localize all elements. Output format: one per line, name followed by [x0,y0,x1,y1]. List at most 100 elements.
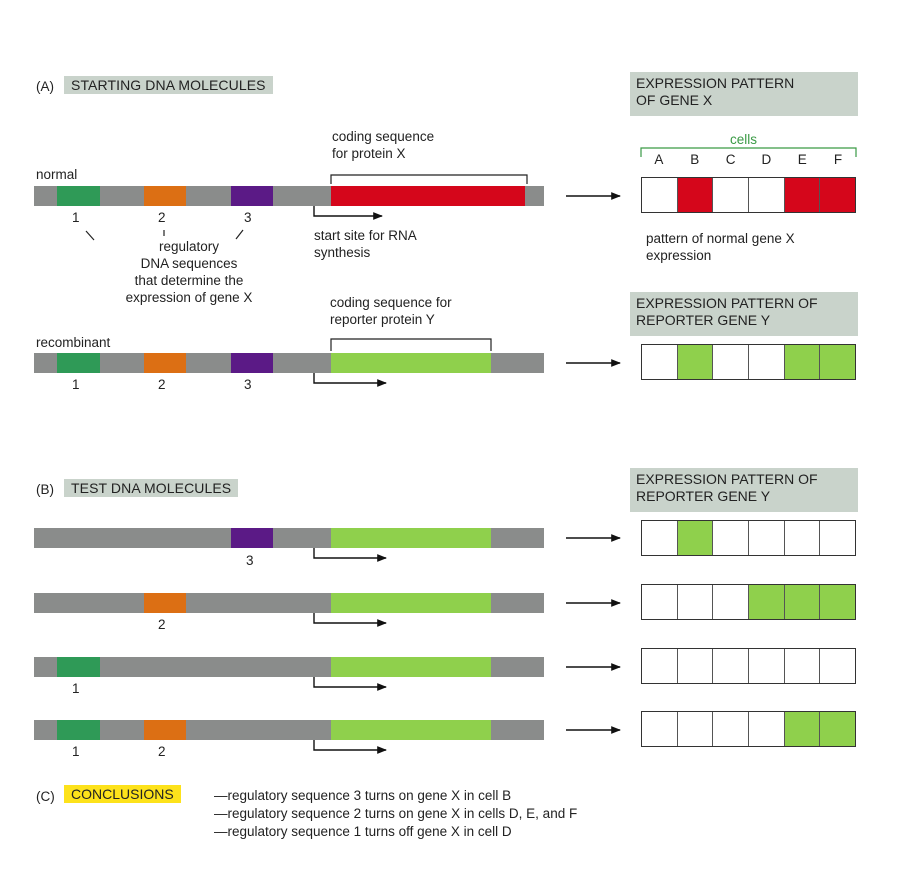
non-expressing-cell [749,521,785,555]
element-number: 3 [246,553,254,568]
protein-x-coding-region [331,186,525,206]
test-dna-molecule-2 [34,593,544,613]
reporter-y-coding-region [331,353,491,373]
element-number: 2 [158,744,166,759]
cell-letter: A [654,152,664,167]
test-dna-molecule-1 [34,528,544,548]
cells-label: cells [730,132,758,147]
non-expressing-cell [642,712,678,746]
expressing-cell [784,178,821,212]
reporter-y-coding-region [331,720,491,740]
non-expressing-cell [749,345,785,379]
coding-y-bracket [330,338,492,351]
regulatory-element-2 [144,186,186,206]
expressing-cell [677,521,714,555]
regulatory-element-1 [57,353,100,373]
expressing-cell [820,345,856,379]
non-expressing-cell [749,649,785,683]
non-expressing-cell [642,521,678,555]
expressing-cell [784,345,821,379]
transcription-arrow [313,740,387,754]
non-expressing-cell [749,712,785,746]
test-3-expression-cells [641,648,856,684]
section-c-letter: (C) [36,789,55,804]
recombinant-label: recombinant [36,335,111,350]
reporter-y-coding-region [331,593,491,613]
transcription-arrow [313,548,387,562]
non-expressing-cell [642,178,678,212]
non-expressing-cell [713,178,750,212]
non-expressing-cell [678,585,714,619]
test-1-expression-cells [641,520,856,556]
section-b-letter: (B) [36,482,54,497]
non-expressing-cell [785,649,821,683]
coding-x-bracket [330,174,528,184]
transcription-arrow [313,613,387,627]
non-expressing-cell [642,585,678,619]
element-number: 1 [72,210,80,225]
element-number: 3 [244,377,252,392]
non-expressing-cell [642,345,678,379]
test-dna-molecule-4 [34,720,544,740]
conclusion-line: —regulatory sequence 2 turns on gene X i… [214,806,578,821]
element-number: 2 [158,617,166,632]
expressing-cell [749,585,785,619]
element-number: 2 [158,377,166,392]
pointer-line [235,229,244,240]
regulatory-element-3 [231,186,273,206]
conclusions-title: CONCLUSIONS [64,785,181,803]
non-expressing-cell [713,345,750,379]
non-expressing-cell [785,521,821,555]
non-expressing-cell [713,649,750,683]
expressing-cell [820,178,856,212]
recombinant-dna-molecule [34,353,544,373]
transcription-arrow [313,206,383,220]
section-a-letter: (A) [36,79,54,94]
normal-label: normal [36,167,78,182]
conclusion-line: —regulatory sequence 3 turns on gene X i… [214,788,512,803]
expressing-cell [820,585,856,619]
regulatory-element-1 [57,657,100,677]
cell-letter: C [725,152,736,167]
regulatory-element-3 [231,528,273,548]
non-expressing-cell [749,178,785,212]
non-expressing-cell [678,649,714,683]
transcription-arrow [313,373,387,387]
pointer-line [85,230,95,241]
regulatory-element-2 [144,720,186,740]
regulatory-element-3 [231,353,273,373]
element-number: 1 [72,744,80,759]
section-b-title: TEST DNA MOLECULES [64,479,239,497]
expressing-cell [677,345,714,379]
transcription-arrow [313,677,387,691]
expressing-cell [820,712,856,746]
non-expressing-cell [642,649,678,683]
element-number: 1 [72,681,80,696]
element-number: 2 [158,210,166,225]
non-expressing-cell [713,585,750,619]
reporter-y-coding-region [331,528,491,548]
cells-bracket [640,147,857,157]
cell-letter: B [690,152,700,167]
expressing-cell [677,178,714,212]
cell-letter: F [833,152,843,167]
test-dna-molecule-3 [34,657,544,677]
regulatory-element-1 [57,186,100,206]
section-a-title: STARTING DNA MOLECULES [64,76,273,94]
cell-letter: E [797,152,807,167]
non-expressing-cell [713,521,750,555]
expressing-cell [784,585,821,619]
cell-letters: A B C D E F [641,152,856,167]
regulatory-element-2 [144,353,186,373]
recombinant-expression-cells [641,344,856,380]
element-number: 1 [72,377,80,392]
reporter-y-coding-region [331,657,491,677]
normal-expression-cells [641,177,856,213]
